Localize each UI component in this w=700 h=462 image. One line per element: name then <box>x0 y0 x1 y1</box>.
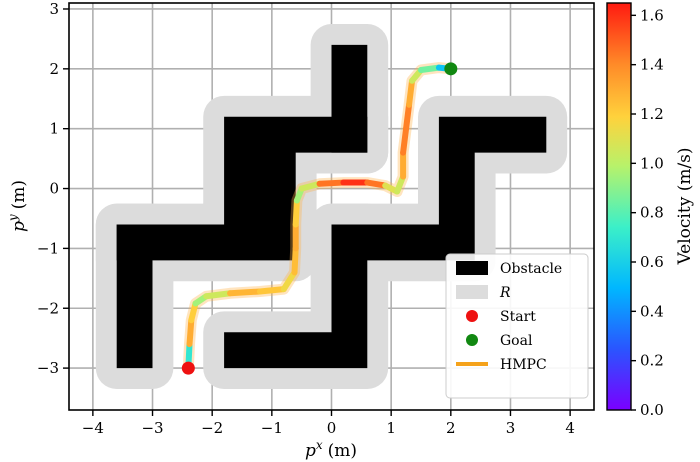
x-tick-label: 2 <box>446 419 456 437</box>
goal-marker <box>444 62 458 76</box>
obstacle-left-bar <box>116 224 153 369</box>
trajectory-segment <box>406 77 416 108</box>
start-marker <box>181 361 195 375</box>
y-axis-label-unit: (m) <box>9 180 29 209</box>
x-tick-label: −4 <box>82 419 104 437</box>
colorbar-tick-label: 0.4 <box>640 302 664 320</box>
trajectory-segment <box>298 180 323 192</box>
obstacle-lower-z <box>224 224 368 369</box>
colorbar-tick-label: 1.6 <box>640 6 664 24</box>
x-tick-label: 3 <box>506 419 516 437</box>
trajectory-segment <box>227 288 263 297</box>
obstacles <box>116 44 547 369</box>
y-tick-label: 1 <box>49 120 59 138</box>
legend-label-2: Start <box>500 309 536 325</box>
trajectory-segment <box>291 245 299 276</box>
colorbar-tick-label: 0.2 <box>640 352 664 370</box>
colorbar-tick-label: 0.8 <box>640 204 664 222</box>
colorbar <box>606 2 632 411</box>
y-axis-label-sup: y <box>6 214 20 222</box>
y-tick-label: −2 <box>37 299 59 317</box>
y-tick-label: 0 <box>49 180 59 198</box>
trajectory-segment <box>280 269 298 293</box>
legend-label-0: Obstacle <box>500 261 562 277</box>
legend-handle-0 <box>456 261 488 275</box>
trajectory-segment <box>364 179 389 189</box>
legend-handle-2 <box>466 310 478 322</box>
y-tick-label: −1 <box>37 239 59 257</box>
x-tick-label: 0 <box>327 419 337 437</box>
colorbar-tick-label: 0.6 <box>640 253 664 271</box>
obstacle-upper-right-z <box>331 116 547 261</box>
trajectory-segment <box>417 64 442 74</box>
trajectory-segment <box>403 101 413 132</box>
x-axis-label-base: p <box>305 441 316 461</box>
x-axis-label-sup: x <box>316 438 323 452</box>
colorbar-ticks: 0.0 0.2 0.4 0.6 0.8 1.0 1.2 1.4 1.6 <box>631 6 664 419</box>
x-tick-label: 4 <box>565 419 575 437</box>
y-tick-label: −3 <box>37 359 59 377</box>
colorbar-tick-label: 1.2 <box>640 105 664 123</box>
trajectory-segment <box>186 317 195 348</box>
y-tick-label: 2 <box>49 60 59 78</box>
colorbar-tick-label: 1.0 <box>640 154 664 172</box>
trajectory-segment <box>203 290 234 300</box>
trajectory-segment <box>316 179 347 187</box>
trajectory-segment <box>400 125 410 156</box>
legend-label-4: HMPC <box>500 357 547 373</box>
colorbar-tick-label: 1.4 <box>640 56 664 74</box>
colorbar-tick-label: 0.0 <box>640 401 664 419</box>
legend-label-3: Goal <box>500 333 533 349</box>
trajectory-segment <box>292 197 300 228</box>
axis-ticks: −4 −3 −2 −1 0 1 2 3 4 −3 −2 −1 0 1 2 3 <box>37 0 575 437</box>
y-axis-label-base: p <box>9 221 29 232</box>
hmpc-trajectory <box>182 62 457 374</box>
y-axis-label: py (m) <box>6 180 29 232</box>
start-goal-markers <box>181 62 458 375</box>
x-tick-label: 1 <box>386 419 396 437</box>
x-tick-label: −2 <box>201 419 223 437</box>
colorbar-label: Velocity (m/s) <box>675 147 695 265</box>
legend-handle-1 <box>456 285 488 299</box>
x-axis-label: px (m) <box>305 438 357 461</box>
x-tick-label: −3 <box>141 419 163 437</box>
trajectory-segment <box>256 286 287 295</box>
x-tick-label: −1 <box>261 419 283 437</box>
legend-label-1: R <box>499 285 511 301</box>
legend-handle-3 <box>466 334 478 346</box>
obstacle-upper-left-z <box>116 116 368 261</box>
x-axis-label-unit: (m) <box>328 441 357 461</box>
y-tick-label: 3 <box>49 0 59 18</box>
